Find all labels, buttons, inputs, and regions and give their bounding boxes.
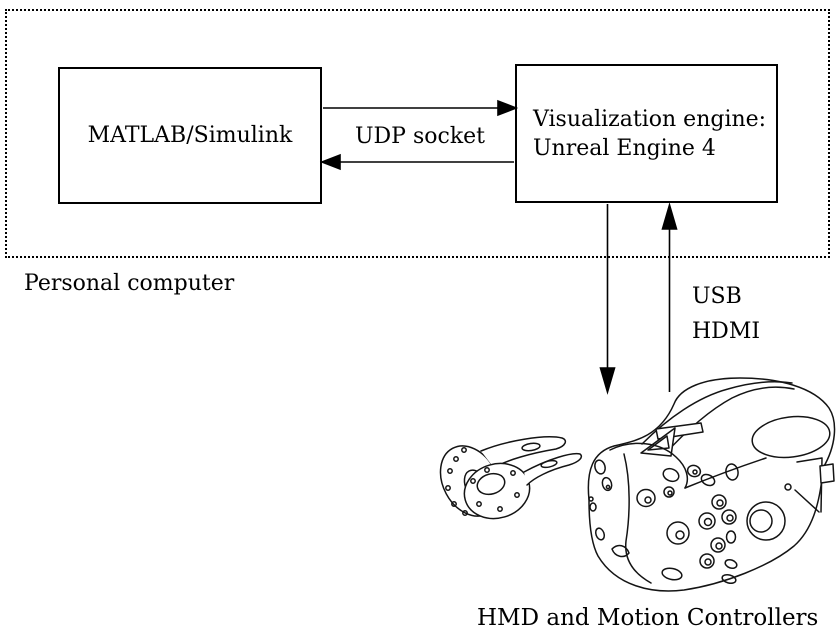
usb-label: USB (692, 284, 742, 309)
visualization-engine-label-line2: Unreal Engine 4 (533, 135, 716, 161)
hmd-headset-illustration (587, 377, 836, 592)
matlab-simulink-label: MATLAB/Simulink (87, 123, 293, 148)
visualization-engine-label-line1: Visualization engine: (533, 106, 767, 132)
personal-computer-label: Personal computer (24, 271, 235, 296)
udp-socket-label: UDP socket (354, 124, 486, 149)
visualization-engine-node: Visualization engine: Unreal Engine 4 (515, 64, 778, 203)
hmd-illustration (439, 377, 836, 592)
hdmi-label: HDMI (692, 319, 761, 344)
motion-controllers-illustration (439, 436, 583, 520)
hmd-caption: HMD and Motion Controllers (477, 605, 819, 631)
matlab-simulink-node: MATLAB/Simulink (58, 67, 322, 204)
personal-computer-group-frame (5, 9, 830, 258)
